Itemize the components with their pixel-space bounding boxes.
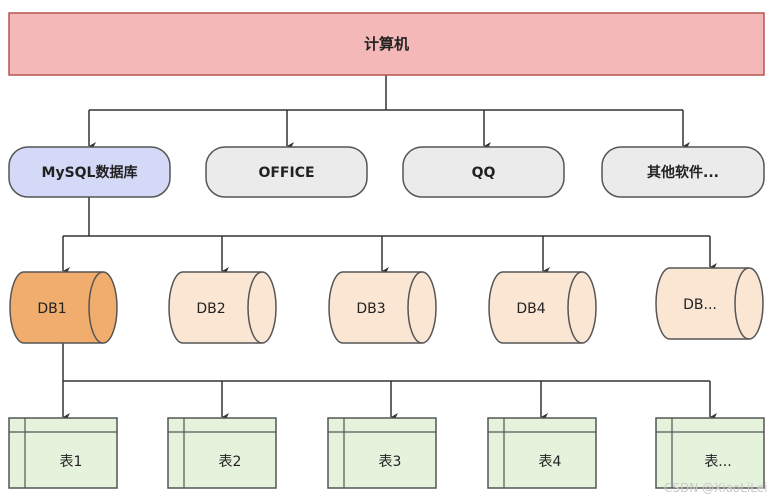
table-label-1: 表1 [60,454,83,470]
database-label-db3: DB3 [356,301,385,317]
database-db3[interactable]: DB3 [328,271,437,344]
database-label-db-more: DB... [683,297,717,313]
software-node-office[interactable]: OFFICE [205,146,368,198]
table-label-4: 表4 [539,454,562,470]
database-db4[interactable]: DB4 [488,271,597,344]
root-label: 计算机 [364,35,409,53]
database-label-db2: DB2 [196,301,225,317]
connector-lines [62,75,717,421]
database-db2[interactable]: DB2 [168,271,277,344]
root-node[interactable]: 计算机 [8,12,765,76]
database-label-db1: DB1 [37,301,66,317]
table-label-2: 表2 [219,454,242,470]
table-node-3[interactable]: 表3 [327,417,437,489]
table-node-more[interactable]: 表... [655,417,765,489]
table-label-3: 表3 [379,454,402,470]
table-node-1[interactable]: 表1 [8,417,118,489]
watermark-text: CSDN @XiaoLiLei [664,481,768,495]
software-label-mysql: MySQL数据库 [42,164,138,181]
software-label-office: OFFICE [258,165,314,181]
software-node-qq[interactable]: QQ [402,146,565,198]
database-db1[interactable]: DB1 [9,271,118,344]
table-node-4[interactable]: 表4 [487,417,597,489]
software-label-qq: QQ [472,165,496,181]
table-node-2[interactable]: 表2 [167,417,277,489]
software-node-other[interactable]: 其他软件... [601,146,765,198]
software-node-mysql[interactable]: MySQL数据库 [8,146,171,198]
table-label-more: 表... [704,454,731,470]
database-db-more[interactable]: DB... [655,267,764,340]
software-label-other: 其他软件... [647,164,719,181]
database-label-db4: DB4 [516,301,545,317]
